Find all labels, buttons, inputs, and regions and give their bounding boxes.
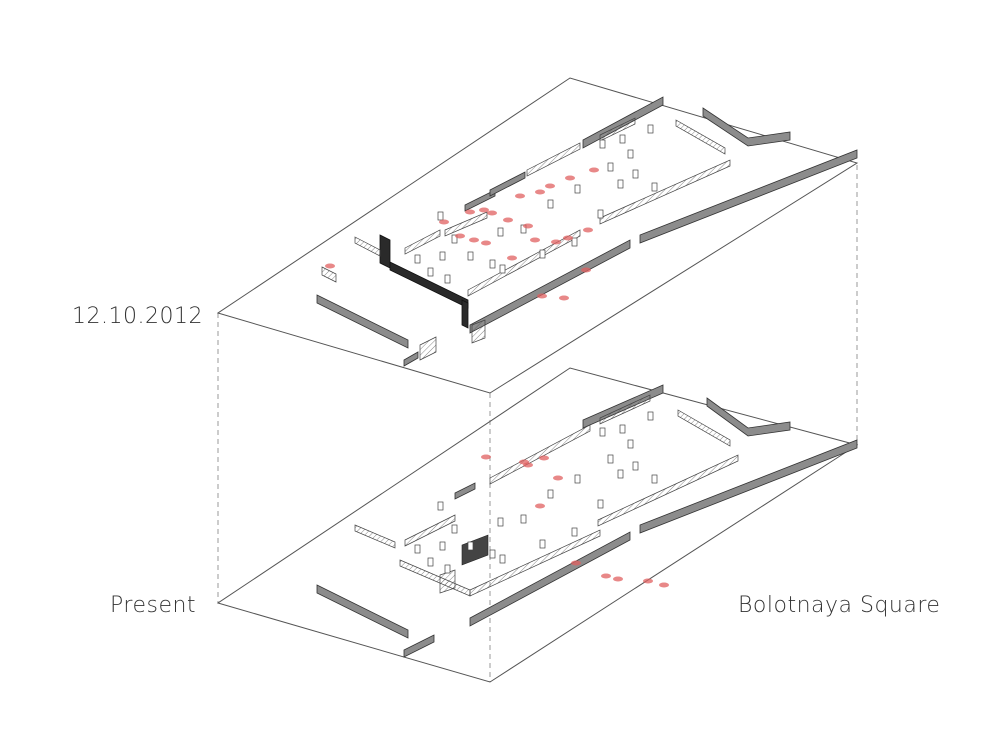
bottom-dark-wall [461,534,489,566]
bottom-small-marks [414,411,658,574]
top-small-marks [414,124,658,284]
vertical-connectors [217,165,858,682]
present-label: Present [110,593,197,618]
bottom-plane [216,367,859,683]
top-dark-wall [379,234,469,329]
top-markers [325,167,599,301]
bottom-hatched-rows [354,394,739,597]
bottom-markers [481,454,669,588]
top-walls [316,96,858,367]
date-label: 12.10.2012 [72,304,203,329]
top-hatched-rows [321,117,731,361]
top-plane [216,77,859,394]
location-label: Bolotnaya Square [738,593,941,618]
